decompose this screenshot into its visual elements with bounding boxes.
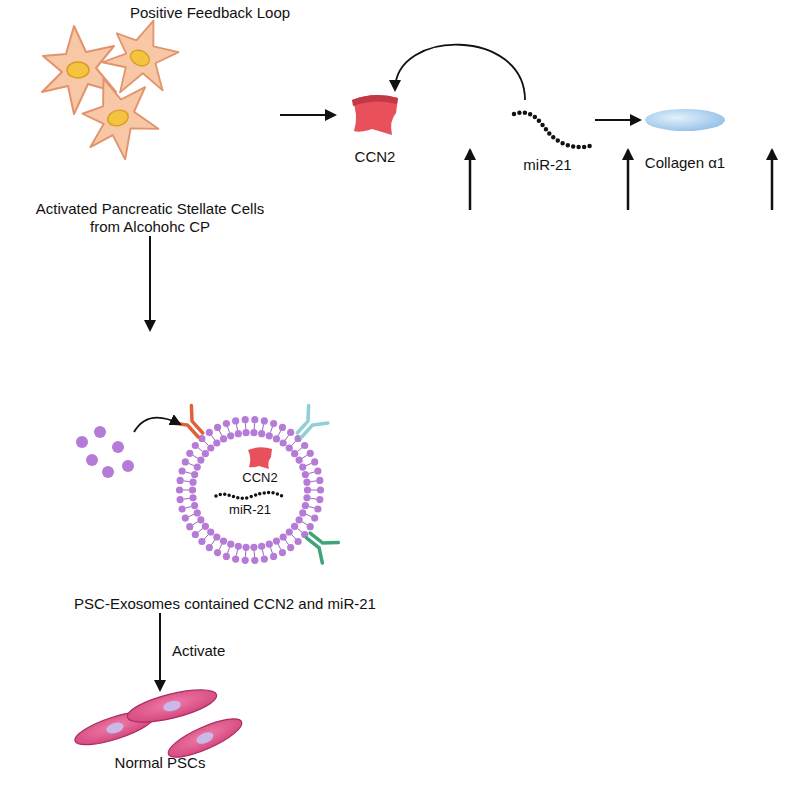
- node-box: miR-21: [500, 100, 595, 174]
- activated-cells: [42, 8, 188, 167]
- arrow-connector: [280, 114, 335, 116]
- arrow-connector: [159, 613, 161, 690]
- inner-label: CCN2: [238, 470, 282, 485]
- normal-cells: [72, 683, 246, 764]
- node-box: Activated Pancreatic Stellate Cells from…: [20, 20, 280, 236]
- node-label: CCN2: [335, 148, 415, 166]
- increase-arrows: [470, 150, 772, 210]
- exosome: [76, 406, 338, 564]
- collagen-ellipse: [645, 109, 725, 131]
- node-box: CCN2 miR-21PSC-Exosomes contained CCN2 an…: [30, 330, 420, 613]
- mirna-strand: [514, 113, 590, 147]
- node-label: miR-21: [500, 156, 595, 174]
- ccn2-protein: [352, 95, 398, 135]
- node-label: Collagen α1: [640, 154, 730, 172]
- node-label: Normal PSCs: [60, 754, 260, 772]
- arrow-connector: [395, 45, 525, 100]
- edge-label: Activate: [172, 642, 225, 660]
- node-box: Normal PSCs: [60, 690, 260, 772]
- arrow-connector: [595, 119, 640, 121]
- inner-label: miR-21: [222, 502, 278, 517]
- node-box: Collagen α1: [640, 100, 730, 172]
- arrow-connector: [149, 236, 151, 330]
- node-box: CCN2: [335, 90, 415, 166]
- node-label: Activated Pancreatic Stellate Cells from…: [20, 200, 280, 236]
- node-label: PSC-Exosomes contained CCN2 and miR-21: [30, 595, 420, 613]
- edge-label: Positive Feedback Loop: [130, 4, 290, 22]
